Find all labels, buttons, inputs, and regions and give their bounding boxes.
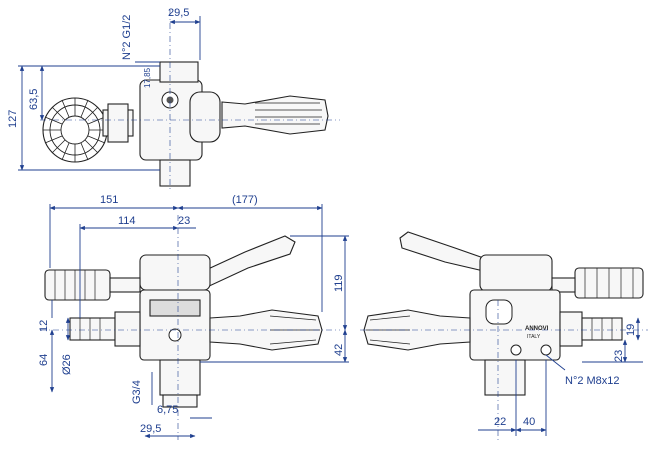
front-dim-675: 6,75	[157, 404, 178, 416]
front-dim-42: 42	[333, 344, 345, 356]
side-mount-holes: N°2 M8x12	[565, 375, 620, 387]
front-dim-177: (177)	[232, 194, 258, 206]
top-dim-total-height: 127	[7, 110, 19, 128]
front-dim-119: 119	[333, 274, 345, 292]
top-view: 29,5 N°2 G1/2 17,85 127 63,5	[7, 7, 340, 190]
front-dim-dia26: Ø26	[61, 354, 73, 375]
front-dim-151: 151	[100, 194, 118, 206]
top-dim-small: 17,85	[143, 67, 152, 88]
top-left-knob	[42, 97, 108, 163]
top-port-thread: N°2 G1/2	[121, 15, 133, 60]
side-dim-22: 22	[494, 416, 506, 428]
front-dim-12: 12	[38, 320, 50, 332]
front-dim-295: 29,5	[140, 423, 161, 435]
front-dim-114: 114	[118, 215, 136, 227]
top-dim-width: 29,5	[168, 7, 189, 19]
side-dim-19: 19	[625, 324, 637, 336]
front-dim-g34: G3/4	[131, 380, 143, 404]
side-logo-brand: ANNOVI	[525, 326, 549, 332]
front-dim-23: 23	[178, 215, 190, 227]
top-dim-half-height: 63,5	[28, 89, 40, 110]
side-logo-origin: ITALY	[527, 334, 541, 340]
side-dim-23: 23	[613, 350, 625, 362]
side-dim-40: 40	[523, 416, 535, 428]
front-view: 151 (177) 114 23 119 42 12 64 Ø26 G3/4 6…	[38, 194, 349, 440]
side-view: ANNOVI ITALY 19 23 N°2 M8x12 22 40	[360, 231, 648, 440]
front-dim-64: 64	[38, 354, 50, 366]
